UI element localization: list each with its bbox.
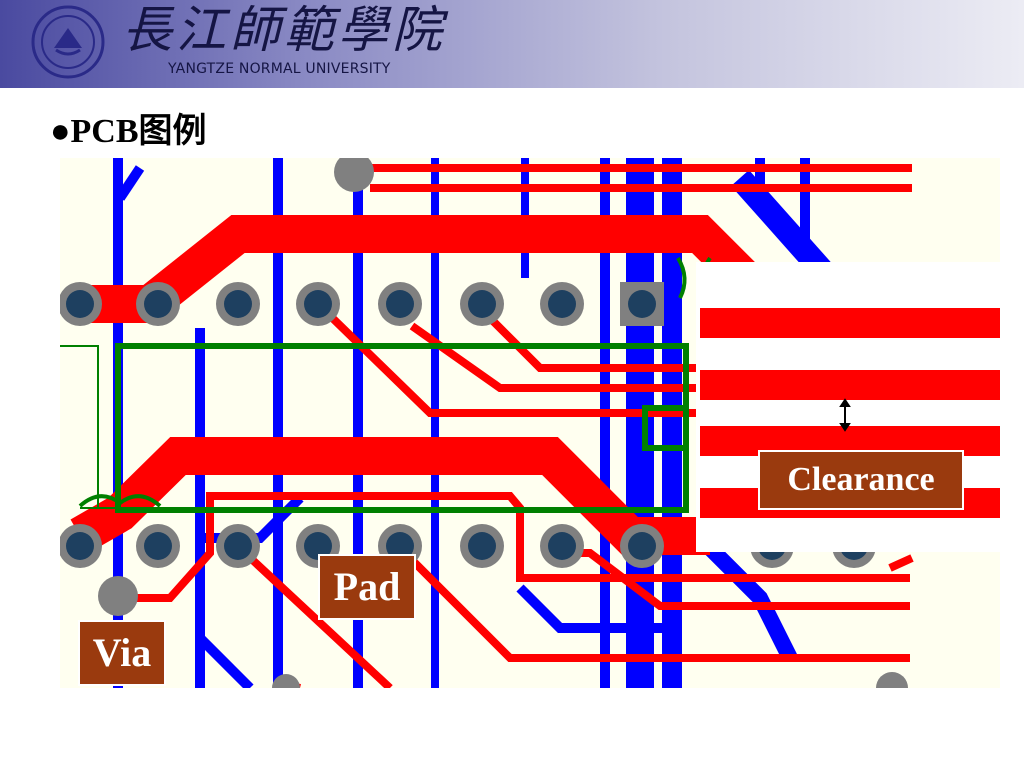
pad	[216, 282, 260, 326]
pad	[60, 282, 102, 326]
university-name-en: YANGTZE NORMAL UNIVERSITY	[168, 61, 391, 77]
header-banner: 長江師範學院 YANGTZE NORMAL UNIVERSITY	[0, 0, 1024, 88]
via-markers	[98, 158, 908, 688]
pad	[60, 524, 102, 568]
via	[98, 576, 138, 616]
pad	[136, 282, 180, 326]
pad	[460, 282, 504, 326]
pad-square	[620, 282, 664, 326]
pad-row-top	[60, 282, 664, 326]
pad	[136, 524, 180, 568]
pad	[378, 282, 422, 326]
pad	[216, 524, 260, 568]
pad	[540, 282, 584, 326]
via	[272, 674, 300, 688]
university-name-cn: 長江師範學院	[122, 1, 446, 59]
pad	[620, 524, 664, 568]
via	[876, 672, 908, 688]
slide-title: ●PCB图例	[50, 113, 207, 150]
clearance-label: Clearance	[758, 450, 964, 510]
pad	[296, 282, 340, 326]
pad	[460, 524, 504, 568]
via-label: Via	[78, 620, 166, 686]
via	[334, 158, 374, 192]
pad	[540, 524, 584, 568]
component-outline	[60, 256, 712, 513]
clearance-arrow-icon	[839, 398, 851, 432]
pad-label: Pad	[318, 554, 416, 620]
university-logo-icon	[31, 5, 105, 79]
pcb-layout-figure	[60, 158, 1000, 688]
